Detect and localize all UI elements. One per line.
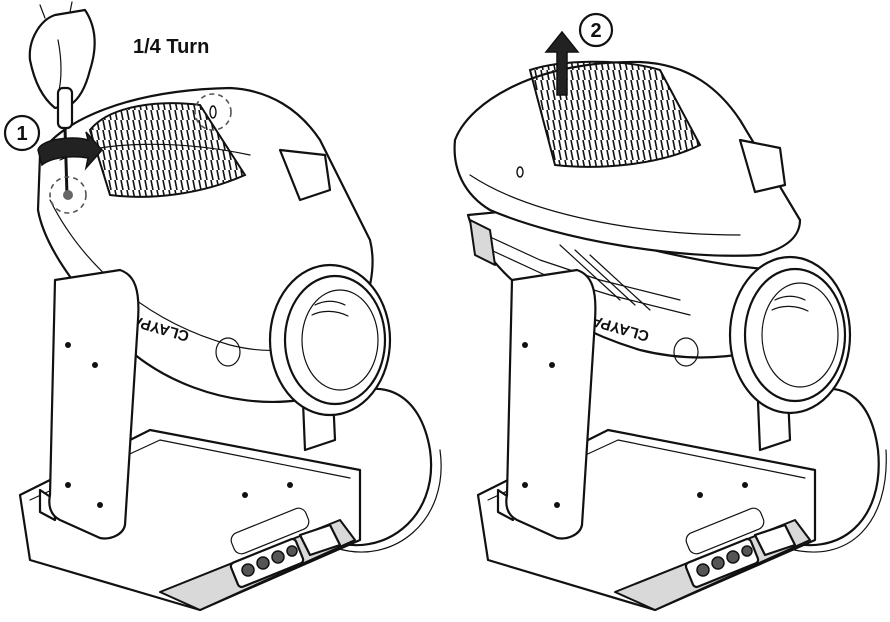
left-top-grille — [88, 102, 247, 198]
right-fixture: CLAYPAKY 2 — [453, 12, 887, 612]
right-connector-panel — [684, 537, 760, 589]
step-2-badge: 2 — [578, 12, 614, 48]
right-power-cable — [778, 387, 880, 547]
left-fixture: CLAYPAKY 1 1/4 T — [3, 1, 442, 612]
right-top-grille — [528, 60, 702, 168]
right-yoke-front-arm — [505, 268, 597, 540]
rotate-arrow-icon — [37, 131, 104, 171]
left-connector-panel — [229, 537, 305, 589]
right-lens — [728, 255, 852, 415]
lift-arrow-icon — [544, 30, 580, 96]
left-power-cable — [328, 387, 433, 547]
left-yoke-front-arm — [48, 268, 140, 540]
hand-screwdriver-icon — [28, 1, 96, 196]
left-screw-marker-rear — [194, 93, 232, 131]
right-top-cover — [453, 60, 802, 257]
step-1-number: 1 — [16, 123, 27, 145]
quarter-turn-label: 1/4 Turn — [133, 36, 209, 58]
left-lens — [268, 263, 392, 417]
step-1-badge: 1 — [3, 114, 41, 152]
left-screw-marker-front — [49, 176, 87, 214]
step-2-number: 2 — [590, 20, 601, 42]
